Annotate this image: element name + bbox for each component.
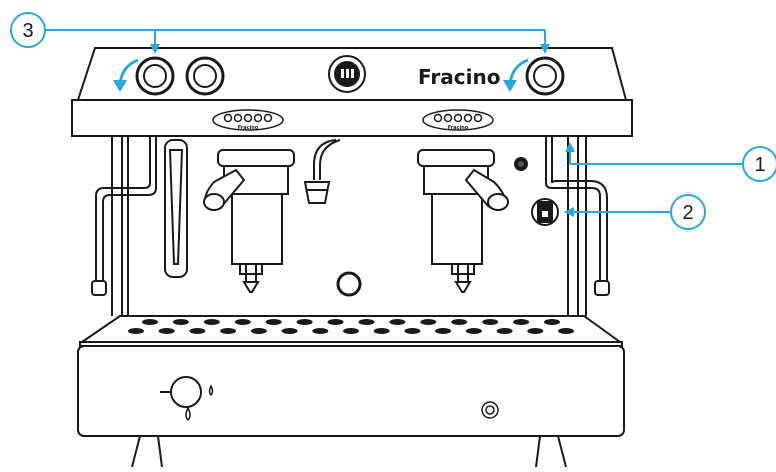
drip-tray-hole [373,328,390,334]
drip-tray-hole [234,319,251,325]
steam-wand-left [91,136,157,296]
rocker-switch-icon [531,198,559,226]
drip-tray-hole [420,319,437,325]
hot-water-spout [303,139,341,204]
drip-tray-hole [281,328,298,334]
center-port [336,271,362,297]
right-panel-label: Fracino [448,125,469,131]
drip-tray-hole [404,328,421,334]
svg-text:2: 2 [682,202,693,224]
svg-text:3: 3 [22,20,33,42]
svg-text:1: 1 [754,154,765,176]
water-tap-knob [160,376,202,408]
callout-1: 1 [565,142,776,182]
drip-tray-holes [128,319,574,334]
drip-tray-hole [451,319,468,325]
drip-tray-hole [527,328,544,334]
drip-tray-hole [435,328,452,334]
drip-tray-hole [465,328,482,334]
drip-tray-hole [158,328,175,334]
right-control-panel [422,109,494,131]
drip-tray-hole [172,319,189,325]
drip-tray-hole [142,319,158,325]
left-control-panel [212,109,284,131]
base-cabinet [77,345,625,468]
drip-tray-hole [250,328,267,334]
callout-3: 3 [10,12,550,54]
steam-knob-left [135,56,175,96]
hot-water-knob [185,56,225,96]
drip-tray-hole [203,319,220,325]
curved-arrow-icon-right [503,58,529,92]
drip-tray-hole [513,319,530,325]
drip-tray-hole [220,328,237,334]
drip-tray-hole [496,328,513,334]
drip-tray-hole [482,319,499,325]
drip-tray-hole [327,319,344,325]
drip-tray-hole [265,319,282,325]
drip-tray-hole [358,319,375,325]
drip-tray-hole [189,328,206,334]
drip-tray-hole [558,328,574,334]
drip-tray-hole [312,328,329,334]
indicator-light [514,157,528,171]
drain-valve [481,401,499,419]
drip-tray-hole [296,319,313,325]
pressure-gauge [328,55,366,93]
water-drop-icon [185,384,214,422]
brand-logo: Fracino [418,65,500,89]
steam-knob-right [525,56,565,96]
portafilter-holder [164,139,188,278]
drip-tray-hole [128,328,144,334]
machine-body-frame [111,136,587,316]
drip-tray-hole [343,328,359,334]
group-head-left [203,149,295,293]
group-head-right [417,149,509,293]
steam-wand-right [545,136,610,296]
drip-tray-hole [544,319,560,325]
curved-arrow-icon [113,58,139,92]
callout-2: 2 [564,194,706,230]
left-panel-label: Fracino [238,125,259,131]
drip-tray-hole [389,319,406,325]
